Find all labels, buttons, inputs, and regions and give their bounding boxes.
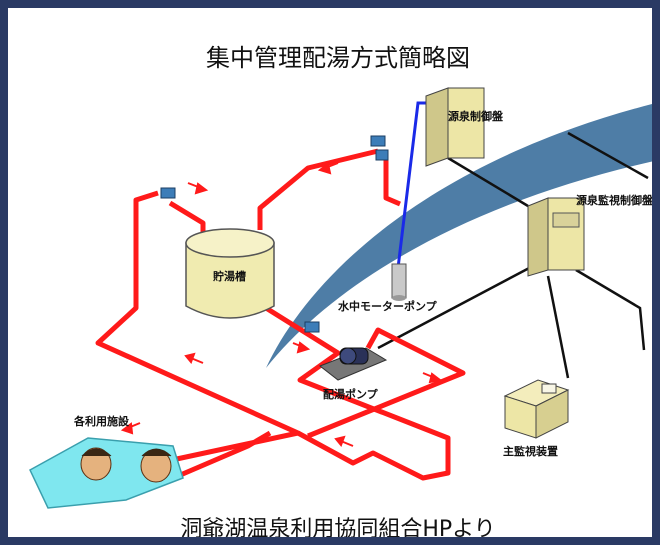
diagram-title: 集中管理配湯方式簡略図 — [206, 44, 470, 72]
valve-icon — [370, 135, 386, 147]
storage-tank-label: 貯湯槽 — [213, 269, 246, 283]
submersible-pump-label: 水中モーターポンプ — [338, 299, 438, 313]
control-cables — [377, 131, 649, 379]
distribution-pump — [318, 347, 388, 381]
swoosh-shape — [266, 104, 652, 368]
main-monitor-device — [503, 379, 570, 439]
valve-icon — [304, 321, 320, 333]
facilities-label: 各利用施設 — [73, 414, 130, 428]
storage-tank — [185, 228, 275, 319]
valve-icon — [375, 149, 389, 161]
source-monitor-panel — [527, 197, 585, 277]
hot-water-pipes — [95, 148, 466, 481]
valve-icon — [160, 187, 176, 199]
main-monitor-label: 主監視装置 — [503, 444, 558, 458]
source-control-panel-label: 源泉制御盤 — [448, 109, 504, 123]
source-credit: 洞爺湖温泉利用協同組合HPより — [180, 517, 496, 542]
valve-icons — [160, 135, 389, 333]
flow-arrows — [120, 162, 443, 447]
distribution-pump-label: 配湯ポンプ — [323, 387, 379, 401]
submersible-pump — [391, 263, 407, 301]
source-monitor-panel-label: 源泉監視制御盤 — [576, 193, 654, 207]
source-control-panel — [425, 87, 485, 167]
bather-icons — [80, 447, 172, 483]
system-diagram: 貯湯槽 配湯ポンプ 水中モーターポンプ 源泉制御盤 源泉監視制御盤 主監視装置 … — [29, 87, 654, 509]
